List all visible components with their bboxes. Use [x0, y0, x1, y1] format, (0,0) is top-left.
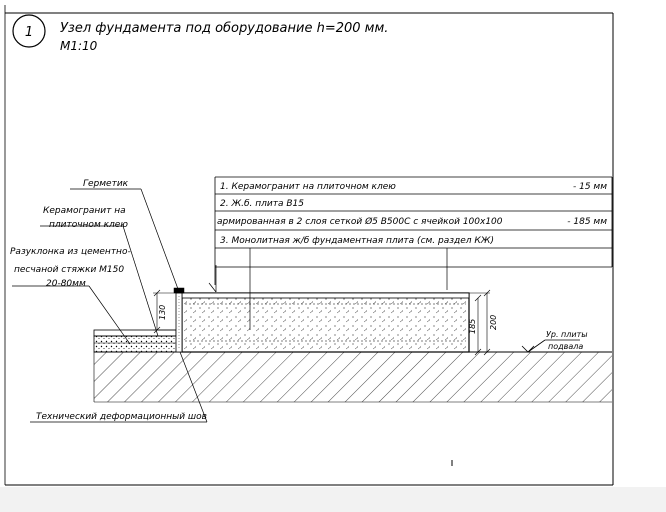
- label-level-2: подвала: [548, 342, 583, 351]
- table-row-3-value: - 185 мм: [567, 217, 607, 227]
- gray-margin: [0, 487, 666, 512]
- callout-texts: Герметик Керамогранит на плиточном клею …: [10, 179, 588, 422]
- label-tile-2: плиточном клею: [49, 220, 128, 230]
- label-screed-1: Разуклонка из цементно-: [10, 247, 131, 257]
- equipment-slab: [181, 292, 470, 353]
- sheet-frame: [4, 5, 614, 486]
- label-level-1: Ур. плиты: [546, 330, 588, 339]
- node-number-circle: [12, 14, 46, 48]
- table-texts: 1. Керамогранит на плиточном клею - 15 м…: [217, 182, 607, 246]
- label-screed-3: 20-80мм: [46, 279, 86, 289]
- leader-lines: [12, 188, 448, 423]
- label-joint: Технический деформационный шов: [36, 412, 207, 422]
- layers-table: [214, 176, 613, 285]
- table-row-3-text: армированная в 2 слоя сеткой Ø5 В500С с …: [217, 216, 503, 227]
- title-line-2: М1:10: [60, 39, 98, 53]
- table-row-2-text: 2. Ж.б. плита В15: [220, 199, 304, 209]
- table-row-1-text: 1. Керамогранит на плиточном клею: [220, 182, 396, 192]
- level-mark: [517, 339, 580, 353]
- label-tile-1: Керамогранит на: [43, 206, 126, 216]
- dimension-lines: [153, 289, 491, 356]
- title-block: 1 Узел фундамента под оборудование h=200…: [12, 14, 388, 53]
- dim-200: 200: [489, 315, 498, 330]
- title-line-1: Узел фундамента под оборудование h=200 м…: [60, 21, 388, 36]
- dim-130: 130: [158, 305, 167, 320]
- table-row-4-text: 3. Монолитная ж/б фундаментная плита (см…: [220, 236, 494, 246]
- label-screed-2: песчаной стяжки М150: [14, 265, 124, 275]
- foundation-slab-section: [93, 351, 612, 403]
- dimension-texts: 130 185 200: [158, 305, 498, 334]
- node-number: 1: [25, 25, 33, 40]
- dim-185: 185: [468, 319, 477, 334]
- label-sealant: Герметик: [83, 179, 129, 189]
- table-row-1-value: - 15 мм: [573, 182, 607, 192]
- left-floor-layers: [93, 329, 183, 353]
